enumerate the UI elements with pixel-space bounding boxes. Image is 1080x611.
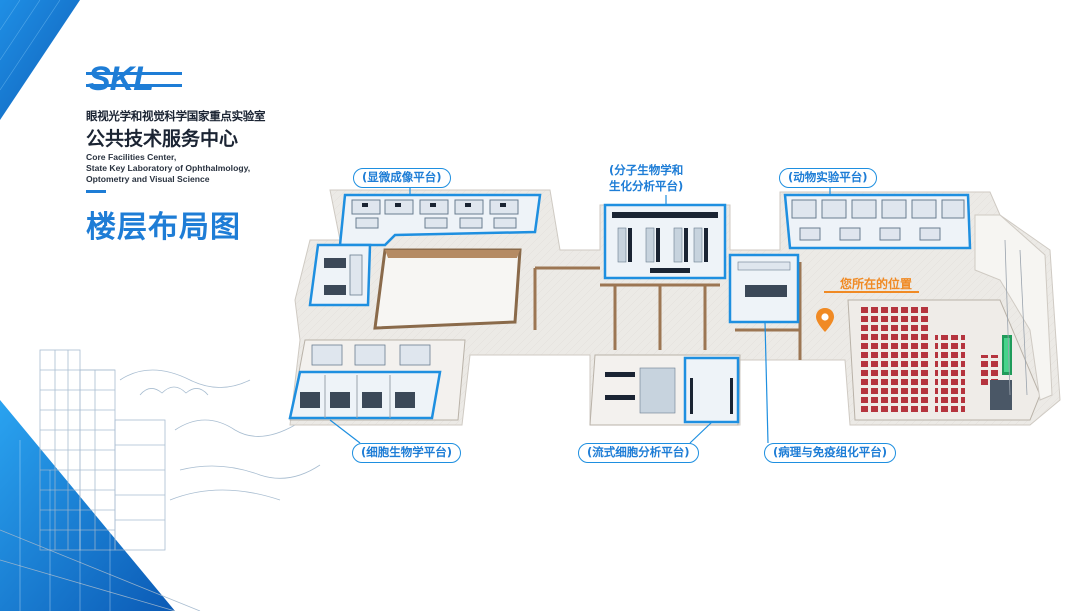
location-label: 您所在的位置 bbox=[840, 277, 913, 291]
location-underline bbox=[824, 291, 919, 293]
building-sketch bbox=[0, 349, 321, 611]
location-pin-icon bbox=[816, 308, 834, 332]
center-name-cn: 公共技术服务中心 bbox=[86, 128, 239, 150]
lecture-hall bbox=[847, 299, 1041, 421]
callout-molecular-platform: (分子生物学和 生化分析平台) bbox=[609, 163, 684, 193]
pathology-area bbox=[728, 253, 800, 324]
callout-cell-biology-platform: (细胞生物学平台) bbox=[352, 443, 462, 463]
right-corridor bbox=[974, 214, 1053, 401]
skl-logo: SKL bbox=[86, 60, 186, 104]
logo-text: SKL bbox=[88, 60, 154, 98]
callout-animal-platform: (动物实验平台) bbox=[779, 168, 877, 188]
callout-imaging-platform: (显微成像平台) bbox=[353, 168, 451, 188]
cell-biology-area bbox=[288, 339, 466, 421]
callout-flow-cytometry-platform: (流式细胞分析平台) bbox=[578, 443, 699, 463]
callout-pathology-platform: (病理与免疫组化平台) bbox=[764, 443, 897, 463]
lab-name-en: Core Facilities Center, State Key Labora… bbox=[86, 152, 251, 184]
imaging-platform-area bbox=[338, 193, 542, 247]
animal-platform-area bbox=[783, 193, 972, 250]
wood-walls bbox=[533, 262, 802, 360]
courtyard bbox=[373, 248, 522, 330]
flow-cytometry-area bbox=[589, 354, 741, 426]
page-title: 楼层布局图 bbox=[86, 210, 241, 245]
title-divider bbox=[86, 190, 106, 193]
lab-name-cn: 眼视光学和视觉科学国家重点实验室 bbox=[86, 109, 266, 123]
cell-room-small bbox=[308, 243, 372, 307]
molecular-biology-area bbox=[603, 203, 727, 280]
